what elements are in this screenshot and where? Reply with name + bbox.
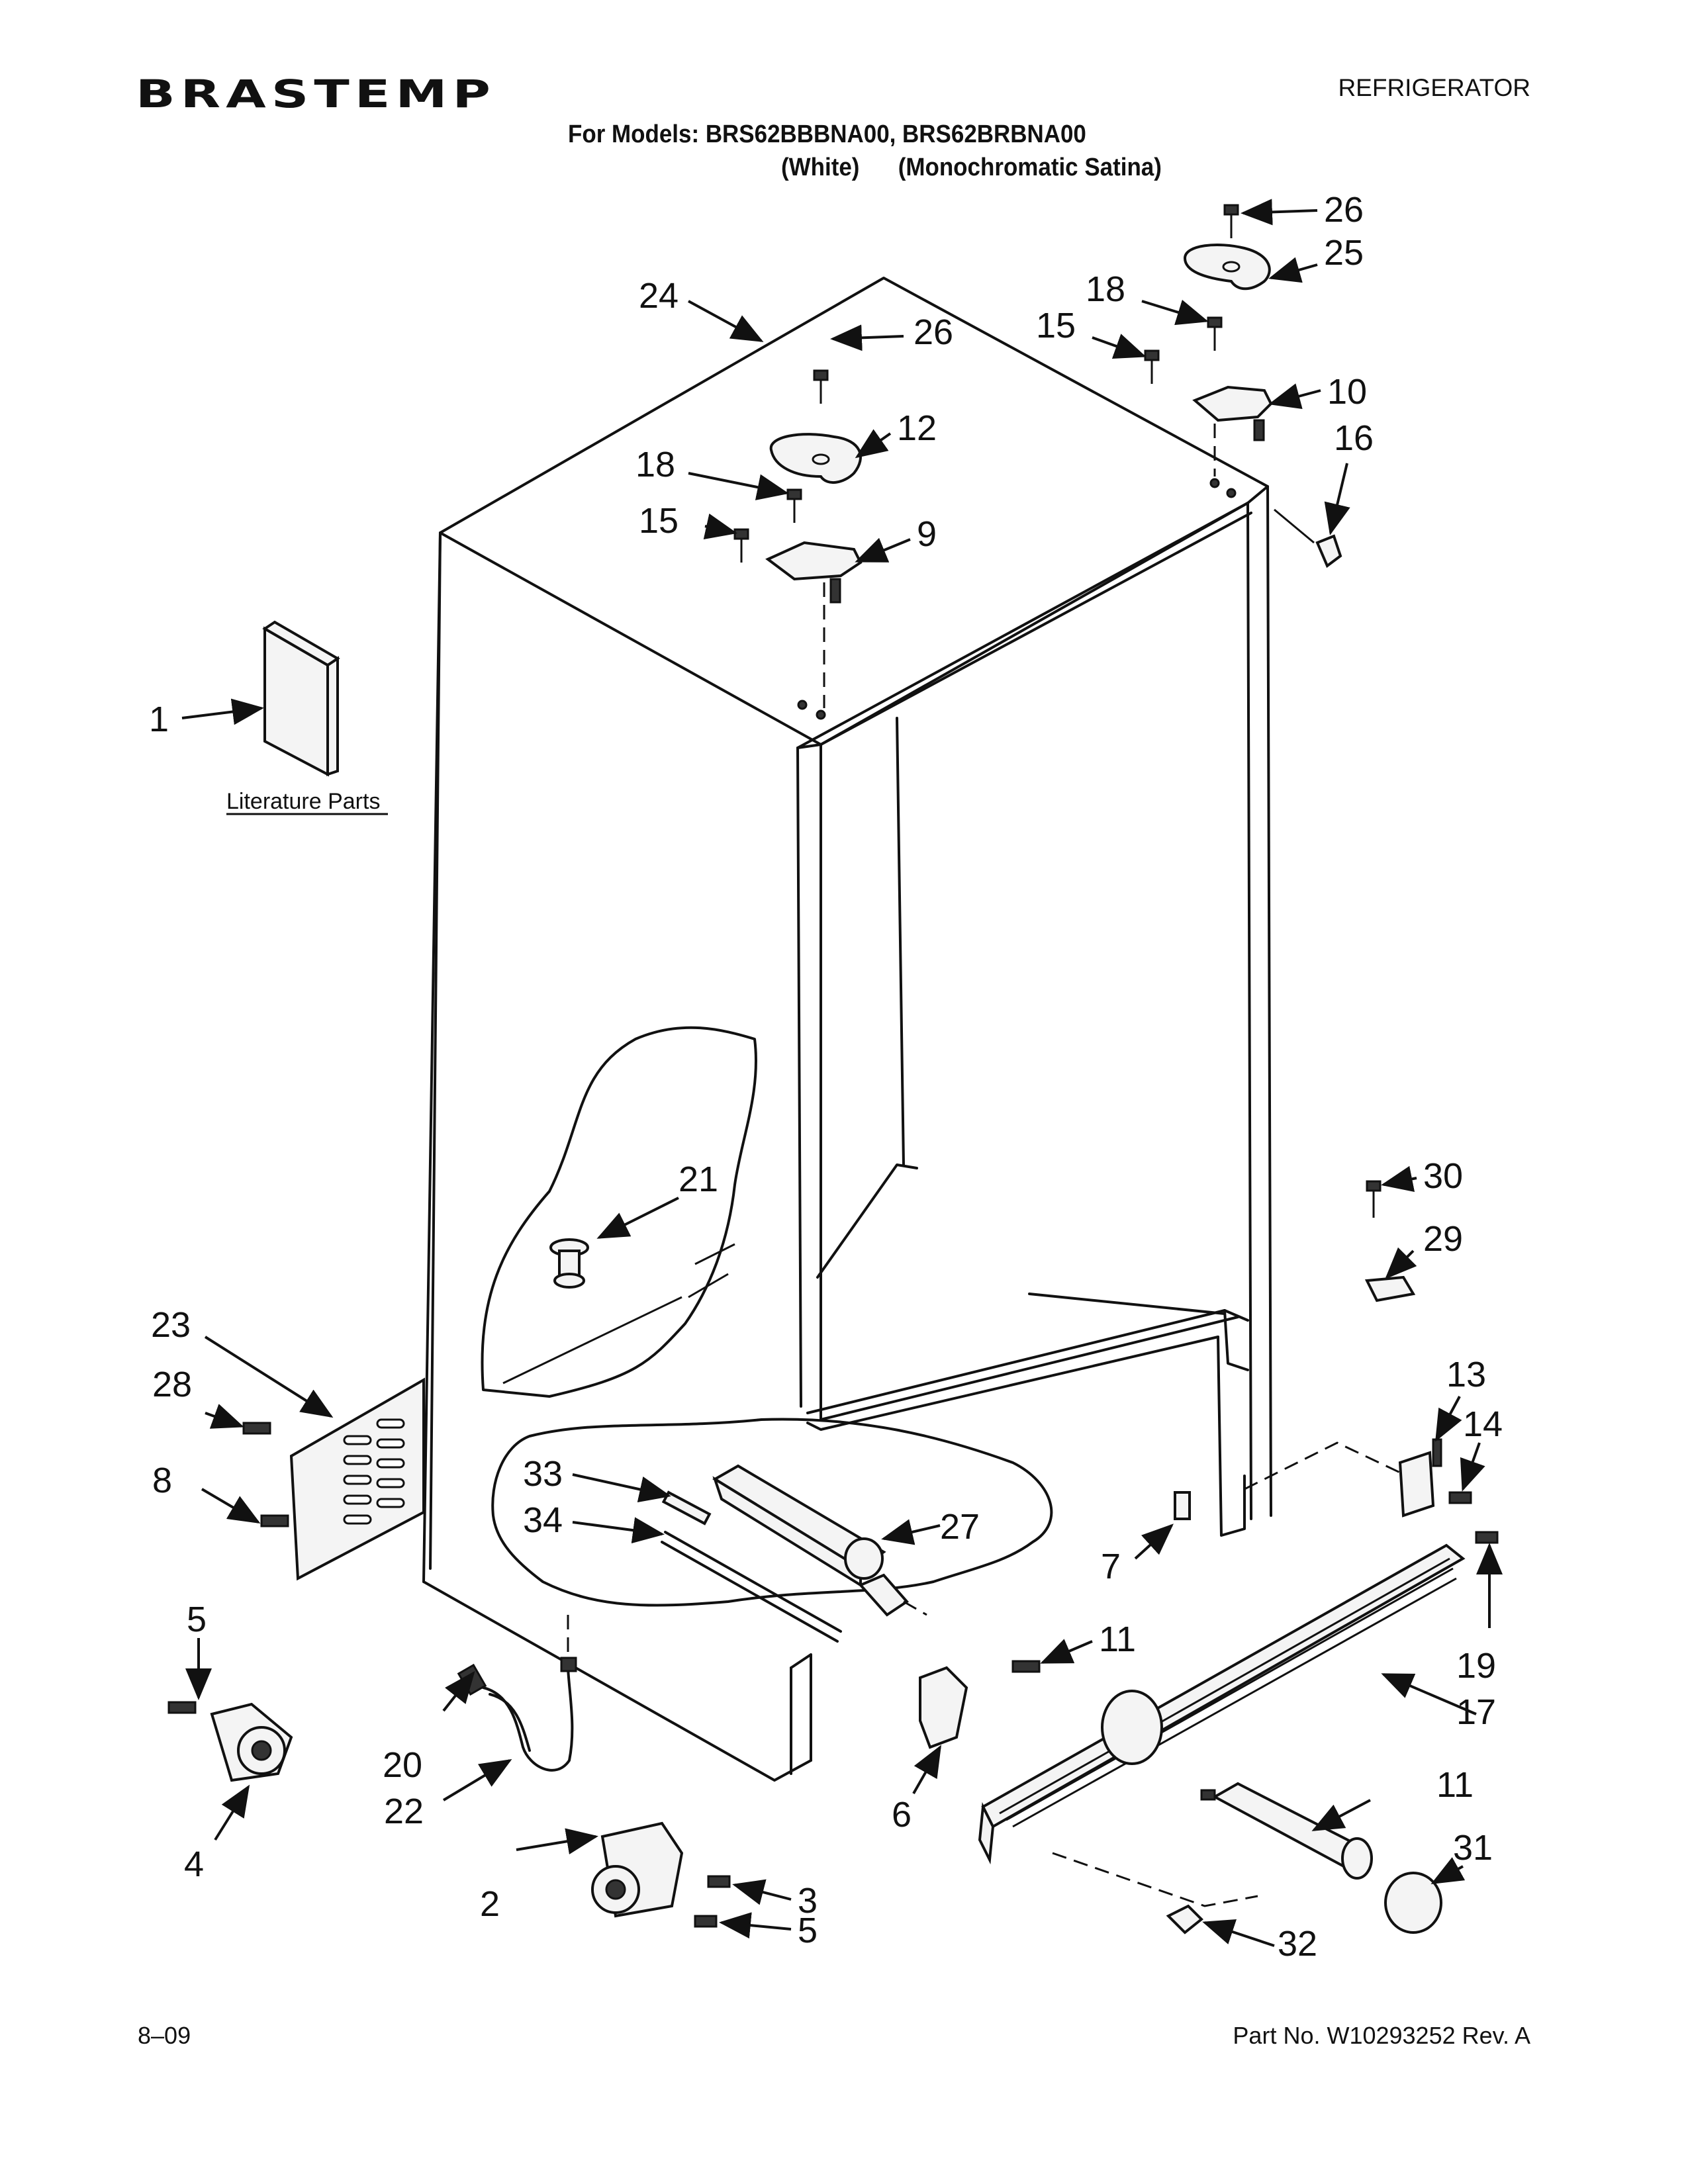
rear-access-panel-23 [289,1377,425,1581]
tube-34 [661,1531,842,1643]
screw-14 [1448,1491,1472,1504]
variants-line: (White) (Monochromatic Satina) [781,154,1162,181]
roller-assembly-2 [591,1821,684,1918]
callout-16: 16 [1334,418,1374,458]
callout-8: 8 [152,1461,172,1500]
callout-6: 6 [892,1795,912,1835]
brand-logo: BRASTEMP [136,71,496,116]
refrigerator-cabinet [422,277,1272,1782]
callout-10: 10 [1327,372,1367,412]
screw-15-left [733,528,749,563]
callout-18-left: 18 [635,445,675,484]
filter-housing-27 [712,1464,910,1617]
top-hinge-right-assembly [1144,204,1342,569]
callout-labels: 1 2 3 4 5 5 6 7 8 9 10 11 11 12 13 14 15… [149,190,1503,1964]
callout-5-lower: 5 [798,1911,818,1950]
screw-26-right [1223,204,1239,238]
callout-11-lower: 11 [1436,1765,1474,1805]
screw-3 [707,1875,731,1888]
callout-34: 34 [523,1500,563,1540]
roller-assembly-4 [167,1701,293,1782]
cabinet-cutaway-lower [491,1418,1053,1607]
callout-14: 14 [1463,1404,1503,1444]
callout-20: 20 [383,1745,422,1785]
filter-cap-31 [1384,1872,1442,1934]
callout-31: 31 [1453,1828,1493,1868]
callout-32: 32 [1278,1924,1317,1964]
callout-5-upper: 5 [187,1600,207,1639]
callout-23: 23 [151,1305,191,1345]
filter-bypass-32 [1166,1904,1203,1934]
callout-9: 9 [917,514,937,554]
callout-21: 21 [679,1160,718,1199]
callout-4: 4 [184,1844,204,1884]
screw-11-upper [1011,1660,1041,1673]
callout-29: 29 [1423,1219,1463,1259]
callout-17: 17 [1456,1692,1496,1732]
callout-24: 24 [639,276,679,316]
callout-25: 25 [1324,233,1364,273]
literature-booklet [262,620,340,777]
callout-26-left: 26 [914,312,953,352]
bracket-6 [919,1666,968,1749]
callout-15-right: 15 [1036,306,1076,345]
callout-3: 3 [798,1881,818,1921]
bracket-29 [1364,1275,1416,1302]
date-code: 8–09 [138,2022,191,2049]
callout-28: 28 [152,1365,192,1404]
screw-15-right [1144,349,1160,384]
callout-19: 19 [1456,1646,1496,1686]
screw-19 [1475,1531,1499,1544]
bottom-hinge-13 [1244,1438,1442,1518]
water-line-22 [482,1657,577,1772]
leader-lines [181,199,1503,1947]
callout-27: 27 [940,1507,980,1547]
base-grille-17 [978,1543,1466,1907]
callout-15-left: 15 [639,501,679,541]
callout-26-right: 26 [1324,190,1364,230]
callout-22: 22 [384,1792,424,1831]
screw-5-lower [694,1915,718,1928]
callout-1: 1 [149,700,169,739]
hinge-plug-16 [1315,534,1342,569]
callout-30: 30 [1423,1156,1463,1196]
screw-28 [242,1422,271,1435]
models-line: For Models: BRS62BBBNA00, BRS62BRBNA00 [568,120,1086,148]
callout-11-upper: 11 [1099,1619,1136,1659]
screw-8 [260,1514,289,1527]
screw-18-right [1207,316,1223,351]
callout-13: 13 [1446,1355,1486,1394]
cabinet-cutaway-upper [481,1026,757,1398]
water-filter-11 [1200,1782,1373,1880]
callout-18-right: 18 [1086,269,1125,309]
document-type: REFRIGERATOR [1338,74,1530,101]
drain-fitting-21 [549,1238,589,1289]
part-number: Part No. W10293252 Rev. A [1233,2022,1530,2049]
tube-33 [661,1490,712,1525]
screw-26-left [813,369,829,404]
screw-18-left [786,488,802,523]
fitting-20 [457,1663,487,1696]
callout-7: 7 [1101,1547,1121,1586]
clip-7 [1174,1491,1191,1520]
screw-30 [1366,1180,1382,1218]
callout-12: 12 [897,408,937,448]
top-hinge-left-assembly [733,369,863,720]
literature-caption: Literature Parts [226,789,380,814]
callout-33: 33 [523,1454,563,1494]
callout-2: 2 [480,1884,500,1924]
